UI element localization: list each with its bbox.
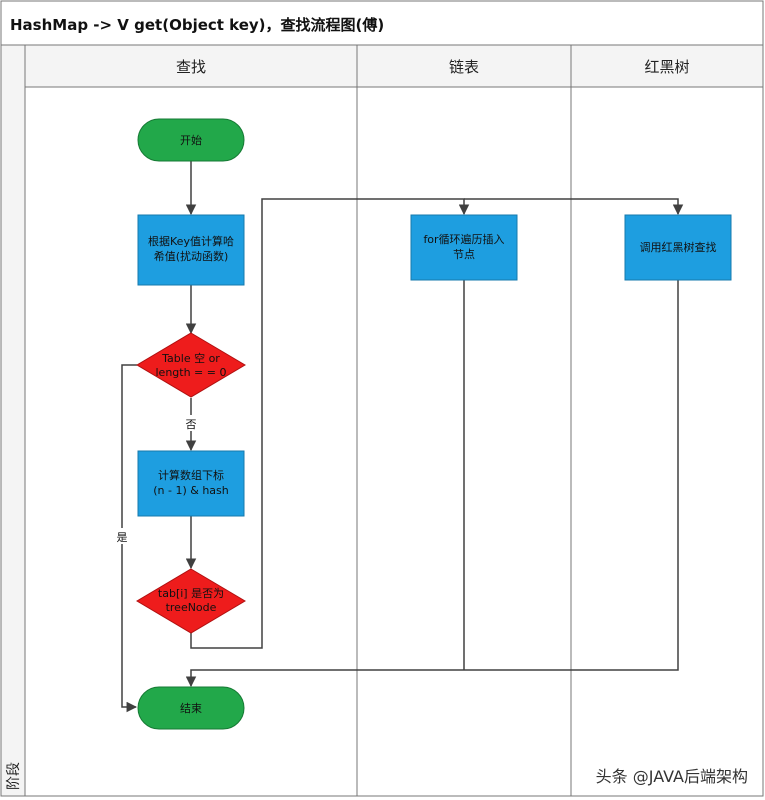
start-node	[137, 118, 245, 162]
tree-find-node	[624, 214, 732, 281]
lane-header-linkedlist	[356, 44, 572, 88]
lane-label-linkedlist: 链表	[449, 58, 479, 76]
edge-tree-check-to-tree	[464, 198, 684, 216]
start-node-label: 开始	[180, 133, 202, 147]
hash-process-node	[137, 214, 245, 286]
table-empty-label-line1: Table 空 or	[161, 351, 220, 365]
lane-header-lookup	[24, 44, 358, 88]
edge-label-no: 否	[186, 418, 197, 431]
table-empty-decision	[136, 332, 246, 398]
edge-label-bg	[114, 528, 130, 544]
table-empty-label-line2: length = = 0	[156, 366, 227, 379]
edge-tree-check-to-list	[190, 198, 470, 649]
lane-label-lookup: 查找	[176, 58, 206, 76]
index-process-label-line1: 计算数组下标	[158, 468, 224, 482]
edge-tree-to-end	[185, 280, 679, 688]
hash-process-label-line2: 希值(扰动函数)	[154, 249, 229, 263]
list-loop-label-line2: 节点	[453, 248, 475, 261]
end-node	[137, 686, 245, 730]
watermark-text: 头条 @JAVA后端架构	[596, 767, 748, 786]
tree-find-label: 调用红黑树查找	[640, 240, 717, 254]
lane-label-rbtree: 红黑树	[644, 58, 689, 76]
list-loop-label-line1: for循环遍历插入	[423, 232, 504, 246]
index-process-label-line2: (n - 1) & hash	[153, 484, 229, 497]
title-bar	[0, 0, 764, 46]
phase-column	[0, 44, 26, 797]
tree-node-label-line2: treeNode	[166, 601, 217, 614]
edge-label-bg	[183, 415, 199, 431]
hash-process-label-line1: 根据Key值计算哈	[148, 234, 234, 248]
phase-label: 阶段	[6, 762, 22, 790]
end-node-label: 结束	[180, 702, 202, 715]
list-loop-node	[410, 214, 518, 281]
tree-node-label-line1: tab[i] 是否为	[158, 587, 224, 600]
edge-label-yes: 是	[117, 531, 128, 544]
index-process-node	[137, 450, 245, 517]
diagram-title: HashMap -> V get(Object key)，查找流程图(傅)	[10, 16, 384, 34]
tree-node-decision	[136, 568, 246, 634]
lane-header-rbtree	[570, 44, 764, 88]
